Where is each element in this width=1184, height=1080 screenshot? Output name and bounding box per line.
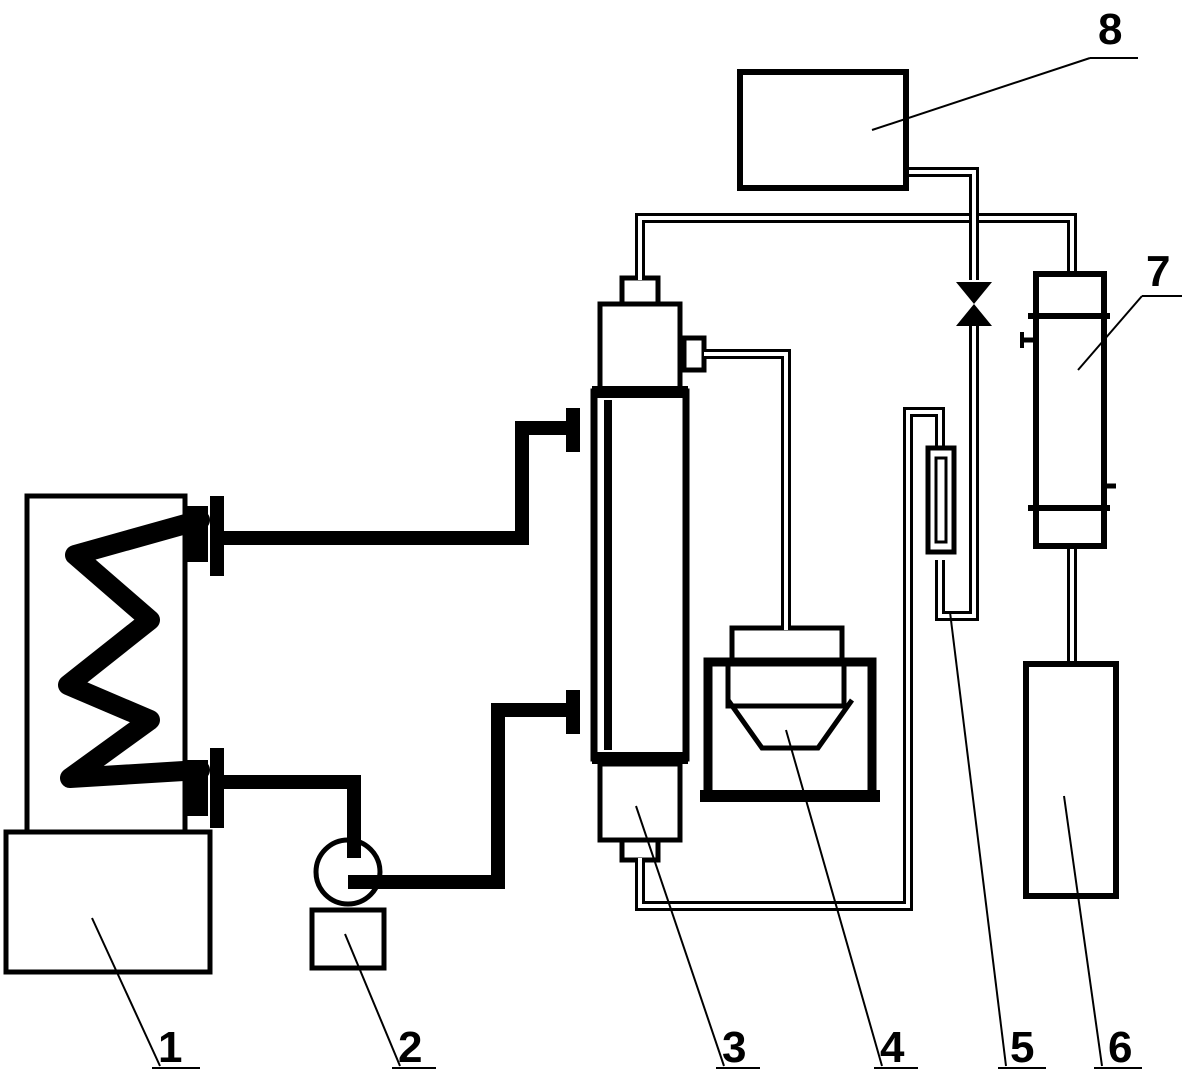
- flowmeter-body: [925, 445, 957, 555]
- col-flange-lower: [566, 690, 580, 734]
- side-to-collector-line: [704, 349, 791, 630]
- col-flange-upper: [566, 408, 580, 452]
- base-tank-1: [3, 829, 213, 975]
- component-8-controller: [737, 69, 909, 191]
- collector-lid: [729, 625, 845, 665]
- component-3-column: [590, 275, 707, 863]
- column-bottom-flange: [592, 752, 688, 764]
- column-top-cap: [597, 301, 683, 395]
- leader-lines: [91, 57, 1182, 1069]
- collector-base: [700, 790, 880, 802]
- component-6-receiver: [1023, 661, 1119, 899]
- component-5-flowmeter: [925, 445, 957, 555]
- leader-7: [1077, 295, 1143, 371]
- leader-5: [949, 611, 1007, 1067]
- column-top-nozzle: [619, 275, 661, 307]
- flange-upper-outer: [210, 496, 224, 576]
- label-2: 2: [398, 1023, 423, 1072]
- collector-funnel: [725, 698, 855, 751]
- component-1-tank: [3, 493, 224, 975]
- label-1: 1: [158, 1023, 183, 1072]
- heating-coil: [58, 510, 210, 788]
- upper-pipe: [222, 421, 580, 545]
- thick-pipes: [222, 421, 580, 889]
- leader-4: [785, 729, 883, 1067]
- flange-lower-outer: [210, 748, 224, 828]
- flange-upper: [186, 506, 208, 562]
- leader-3: [635, 805, 725, 1067]
- component-4-collector: [700, 625, 880, 802]
- component-2-pump: [309, 837, 387, 971]
- label-3: 3: [722, 1023, 747, 1072]
- collector-bowl: [725, 659, 847, 709]
- flange-lower: [186, 760, 208, 816]
- valve-upper: [956, 282, 992, 304]
- valve-lower: [956, 304, 992, 326]
- pump-head: [313, 837, 383, 907]
- label-5: 5: [1010, 1023, 1035, 1072]
- leader-6: [1063, 795, 1103, 1067]
- leader-1: [91, 917, 161, 1067]
- label-6: 6: [1108, 1023, 1133, 1072]
- condenser-body: [1033, 271, 1107, 549]
- collector-stand: [703, 657, 877, 800]
- column-side-nozzle: [681, 335, 707, 373]
- column-bottom-cap: [597, 761, 683, 843]
- top-gas-line: [635, 213, 1077, 280]
- pump-motor: [309, 907, 387, 971]
- leader-2: [344, 933, 401, 1067]
- controller-line: [906, 167, 979, 280]
- label-4: 4: [880, 1023, 905, 1072]
- component-7-condenser: [1020, 271, 1116, 549]
- leader-8: [871, 57, 1091, 131]
- column-top-flange: [592, 386, 688, 398]
- lower-pipe: [222, 775, 361, 858]
- label-8: 8: [1098, 5, 1123, 54]
- thin-tubes: [635, 167, 1077, 911]
- pump-out-pipe: [348, 703, 580, 889]
- label-7: 7: [1146, 247, 1171, 296]
- flowmeter-tube: [934, 456, 948, 544]
- valve: [956, 282, 992, 326]
